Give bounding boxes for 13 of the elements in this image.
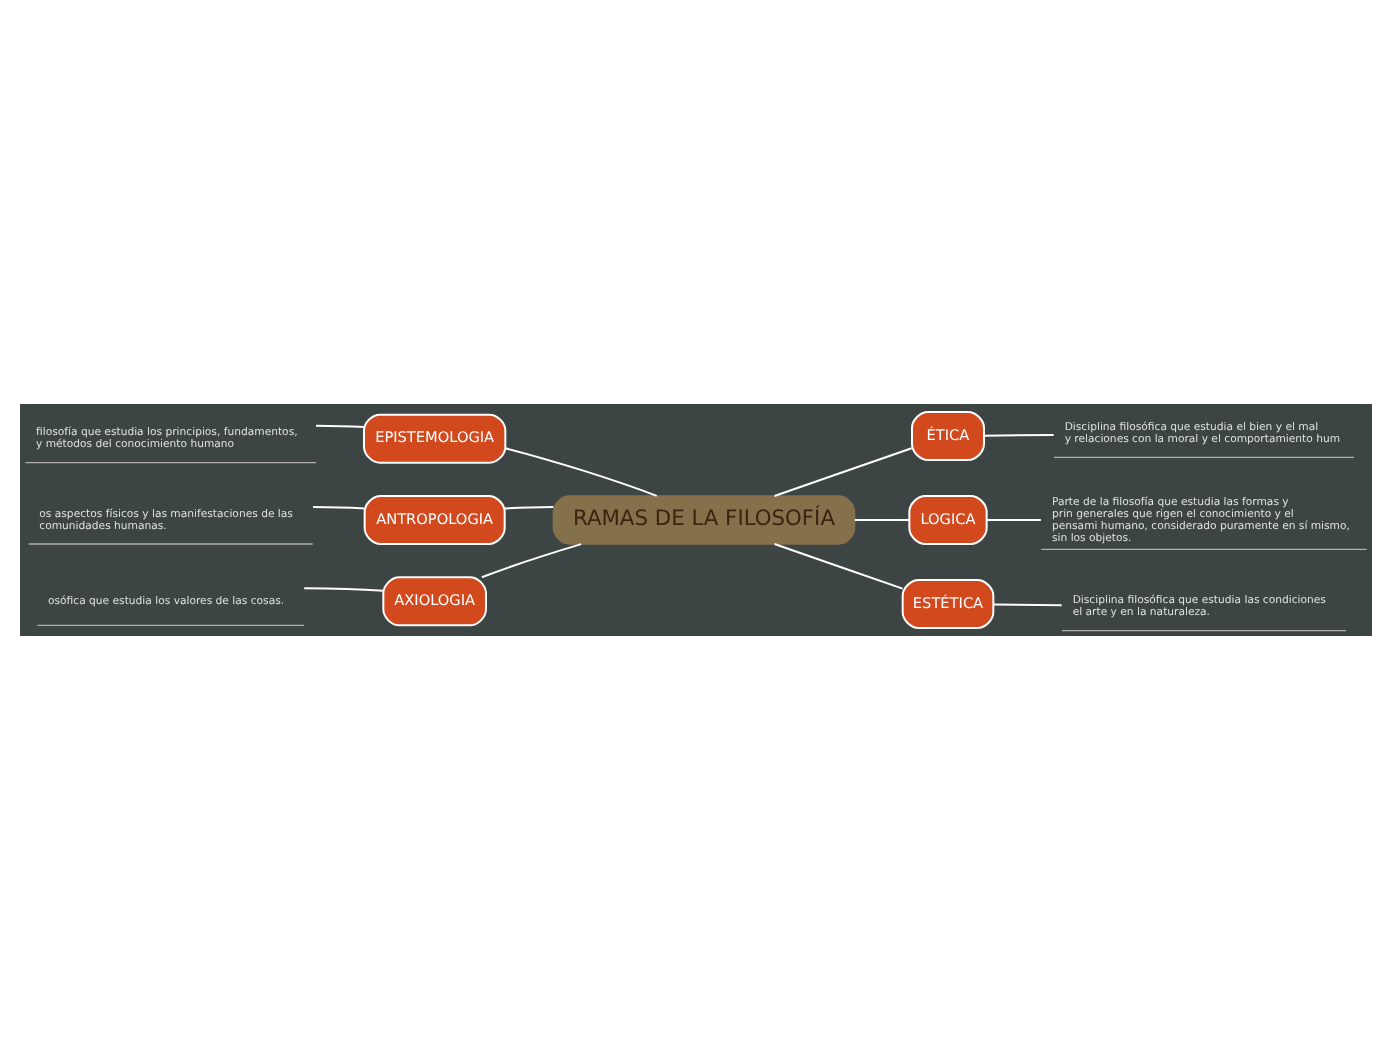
connector	[992, 603, 1063, 607]
connector	[315, 424, 365, 429]
connector	[853, 519, 911, 521]
connector	[985, 519, 1042, 521]
node-box: RAMAS DE LA FILOSOFÍA	[552, 495, 856, 545]
connector	[773, 543, 904, 590]
connector	[312, 506, 366, 510]
connector	[504, 447, 658, 497]
connector	[303, 587, 385, 592]
connector	[503, 506, 555, 510]
connector	[480, 543, 583, 579]
connector	[773, 447, 913, 497]
connector	[983, 433, 1055, 437]
